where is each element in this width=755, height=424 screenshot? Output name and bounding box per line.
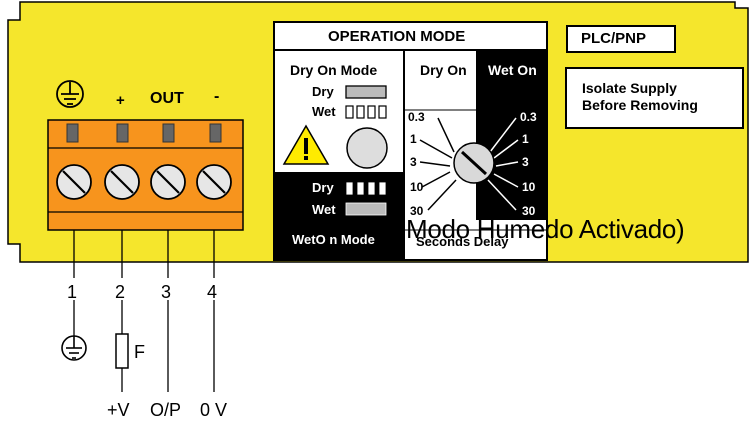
right-scale-4: 30 bbox=[522, 204, 536, 218]
plc-box bbox=[566, 25, 676, 53]
dry-on-mode-label: Dry On Mode bbox=[290, 62, 378, 78]
overlay-caption: Modo Humedo Activado) bbox=[406, 214, 685, 244]
operation-mode-title: OPERATION MODE bbox=[328, 28, 466, 45]
terminal-number-4: 4 bbox=[207, 282, 218, 302]
operation-mode-panel bbox=[273, 21, 548, 261]
ground-icon bbox=[56, 80, 84, 108]
fuse-label: F bbox=[134, 342, 145, 362]
v-plus-label: +V bbox=[107, 400, 130, 420]
left-scale-4: 30 bbox=[410, 204, 424, 218]
wet-label-top: Wet bbox=[312, 104, 336, 119]
zero-v-label: 0 V bbox=[200, 400, 228, 420]
wet-on-header: Wet On bbox=[488, 62, 537, 78]
screw-1 bbox=[56, 164, 92, 200]
screw-2 bbox=[104, 164, 140, 200]
left-scale-1: 1 bbox=[410, 132, 417, 146]
warning-icon bbox=[282, 124, 330, 165]
dry-on-header: Dry On bbox=[420, 62, 467, 78]
isolate-box bbox=[565, 67, 744, 129]
right-scale-3: 10 bbox=[522, 180, 536, 194]
wet-label-bottom: Wet bbox=[312, 202, 336, 217]
left-scale-0: 0.3 bbox=[408, 110, 425, 124]
delay-dial bbox=[419, 117, 519, 211]
out-label: OUT bbox=[150, 90, 184, 107]
led-indicator bbox=[346, 127, 388, 169]
left-scale-3: 10 bbox=[410, 180, 424, 194]
dry-label-bottom: Dry bbox=[312, 180, 334, 195]
right-scale-1: 1 bbox=[522, 132, 529, 146]
terminal-number-2: 2 bbox=[115, 282, 126, 302]
seconds-delay-label: Seconds Delay bbox=[416, 234, 509, 249]
wires bbox=[73, 230, 215, 392]
plus-label: + bbox=[116, 92, 125, 109]
left-scale-2: 3 bbox=[410, 155, 417, 169]
screw-3 bbox=[150, 164, 186, 200]
right-scale-0: 0.3 bbox=[520, 110, 537, 124]
isolate-line-2: Before Removing bbox=[582, 97, 698, 113]
right-scale-2: 3 bbox=[522, 155, 529, 169]
wet-on-mode-label: WetO n Mode bbox=[292, 232, 375, 247]
ground-bottom-icon bbox=[61, 335, 87, 361]
plc-label: PLC/PNP bbox=[581, 30, 647, 47]
minus-label: - bbox=[214, 88, 220, 105]
dry-label-top: Dry bbox=[312, 84, 334, 99]
fuse-icon bbox=[115, 333, 129, 369]
screw-4 bbox=[196, 164, 232, 200]
op-label: O/P bbox=[150, 400, 182, 420]
isolate-line-1: Isolate Supply bbox=[582, 80, 677, 96]
terminal-number-3: 3 bbox=[161, 282, 172, 302]
terminal-number-1: 1 bbox=[67, 282, 78, 302]
